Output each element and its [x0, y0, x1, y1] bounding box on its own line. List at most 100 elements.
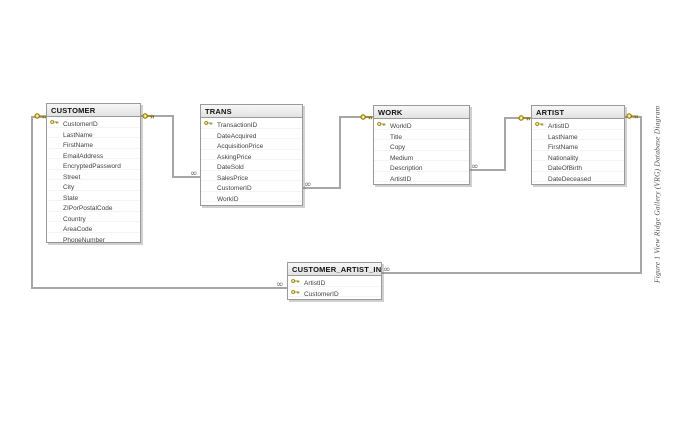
connector-segment[interactable]: [339, 116, 341, 189]
column-name: AcquisitionPrice: [217, 143, 264, 150]
connector-segment[interactable]: [141, 115, 174, 117]
infinity-many-icon: ∞: [471, 162, 479, 172]
column-name: City: [63, 184, 75, 191]
column-name: DateOfBirth: [548, 165, 582, 172]
column-icon-spacer: [50, 224, 59, 230]
column-name: CustomerID: [217, 185, 252, 192]
column-icon-spacer: [50, 172, 59, 178]
column-icon-spacer: [204, 173, 213, 179]
connector-segment[interactable]: [31, 116, 33, 289]
column-row-artistid[interactable]: ArtistID: [288, 276, 381, 287]
column-row-customerid[interactable]: CustomerID: [47, 117, 140, 128]
column-row-artistid[interactable]: ArtistID: [532, 119, 624, 130]
column-icon-spacer: [377, 142, 386, 148]
column-row-customerid[interactable]: CustomerID: [288, 287, 381, 298]
column-name: FirstName: [63, 142, 93, 149]
primary-key-icon: [50, 119, 59, 125]
column-icon-spacer: [535, 142, 544, 148]
column-row-street[interactable]: Street: [47, 170, 140, 181]
column-row-customerid[interactable]: CustomerID: [201, 181, 302, 192]
column-row-title[interactable]: Title: [374, 130, 469, 141]
column-row-medium[interactable]: Medium: [374, 151, 469, 162]
column-row-lastname[interactable]: LastName: [532, 130, 624, 141]
column-icon-spacer: [50, 130, 59, 136]
table-customer-artist-int-header[interactable]: CUSTOMER_ARTIST_INT: [288, 263, 381, 276]
column-icon-spacer: [535, 132, 544, 138]
column-name: Nationality: [548, 154, 579, 162]
column-row-transactionid[interactable]: TransactionID: [201, 118, 302, 129]
column-row-datesold[interactable]: DateSold: [201, 160, 302, 171]
table-artist-header[interactable]: ARTIST: [532, 106, 624, 119]
column-row-workid[interactable]: WorkID: [201, 192, 302, 203]
column-name: LastName: [63, 131, 93, 139]
column-name: DateDeceased: [548, 175, 591, 183]
column-row-firstname[interactable]: FirstName: [532, 140, 624, 151]
column-row-salesprice[interactable]: SalesPrice: [201, 171, 302, 182]
connector-segment[interactable]: [303, 187, 341, 189]
column-row-description[interactable]: Description: [374, 161, 469, 172]
column-row-phonenumber[interactable]: PhoneNumber: [47, 233, 140, 244]
column-row-emailaddress[interactable]: EmailAddress: [47, 149, 140, 160]
column-row-lastname[interactable]: LastName: [47, 128, 140, 139]
column-icon-spacer: [50, 182, 59, 188]
column-row-copy[interactable]: Copy: [374, 140, 469, 151]
column-row-firstname[interactable]: FirstName: [47, 138, 140, 149]
connector-segment[interactable]: [172, 115, 174, 178]
primary-key-icon: [377, 121, 386, 127]
table-trans-header[interactable]: TRANS: [201, 105, 302, 118]
primary-key-icon: [291, 278, 300, 284]
column-name: CustomerID: [63, 121, 98, 128]
column-name: CustomerID: [304, 290, 339, 298]
table-customer-artist-int-columns: ArtistID CustomerID: [288, 276, 381, 298]
connector-segment[interactable]: [382, 272, 642, 274]
column-row-ziporpostalcode[interactable]: ZIPorPostalCode: [47, 201, 140, 212]
table-customer-artist-int[interactable]: CUSTOMER_ARTIST_INT ArtistID CustomerID: [287, 262, 382, 300]
column-row-encryptedpassword[interactable]: EncryptedPassword: [47, 159, 140, 170]
infinity-many-icon: ∞: [383, 265, 391, 275]
column-row-dateacquired[interactable]: DateAcquired: [201, 129, 302, 140]
column-icon-spacer: [204, 183, 213, 189]
column-icon-spacer: [377, 132, 386, 138]
column-name: ArtistID: [548, 123, 570, 130]
column-icon-spacer: [377, 174, 386, 180]
column-row-areacode[interactable]: AreaCode: [47, 222, 140, 233]
column-name: Street: [63, 173, 81, 181]
column-row-dateofbirth[interactable]: DateOfBirth: [532, 161, 624, 172]
connector-segment[interactable]: [504, 117, 506, 171]
column-row-acquisitionprice[interactable]: AcquisitionPrice: [201, 139, 302, 150]
column-row-country[interactable]: Country: [47, 212, 140, 223]
column-name: TransactionID: [217, 122, 258, 129]
column-row-state[interactable]: State: [47, 191, 140, 202]
column-row-datedeceased[interactable]: DateDeceased: [532, 172, 624, 183]
column-row-artistid[interactable]: ArtistID: [374, 172, 469, 183]
column-name: DateAcquired: [217, 132, 257, 140]
connector-segment[interactable]: [640, 116, 642, 274]
column-name: ZIPorPostalCode: [63, 205, 113, 212]
column-row-askingprice[interactable]: AskingPrice: [201, 150, 302, 161]
connector-segment[interactable]: [31, 287, 287, 289]
column-icon-spacer: [50, 140, 59, 146]
column-row-nationality[interactable]: Nationality: [532, 151, 624, 162]
key-one-icon: [142, 112, 155, 120]
column-name: Copy: [390, 144, 406, 151]
connector-segment[interactable]: [505, 117, 531, 119]
connector-segment[interactable]: [470, 169, 506, 171]
column-row-city[interactable]: City: [47, 180, 140, 191]
column-name: WorkID: [217, 195, 239, 203]
column-name: WorkID: [390, 123, 412, 130]
column-name: AreaCode: [63, 226, 93, 233]
column-icon-spacer: [50, 203, 59, 209]
connector-segment[interactable]: [172, 176, 200, 178]
table-customer-header[interactable]: CUSTOMER: [47, 104, 140, 117]
table-work-header[interactable]: WORK: [374, 106, 469, 119]
connector-segment[interactable]: [340, 116, 373, 118]
connector-segment[interactable]: [625, 116, 642, 118]
column-row-workid[interactable]: WorkID: [374, 119, 469, 130]
column-icon-spacer: [204, 194, 213, 200]
